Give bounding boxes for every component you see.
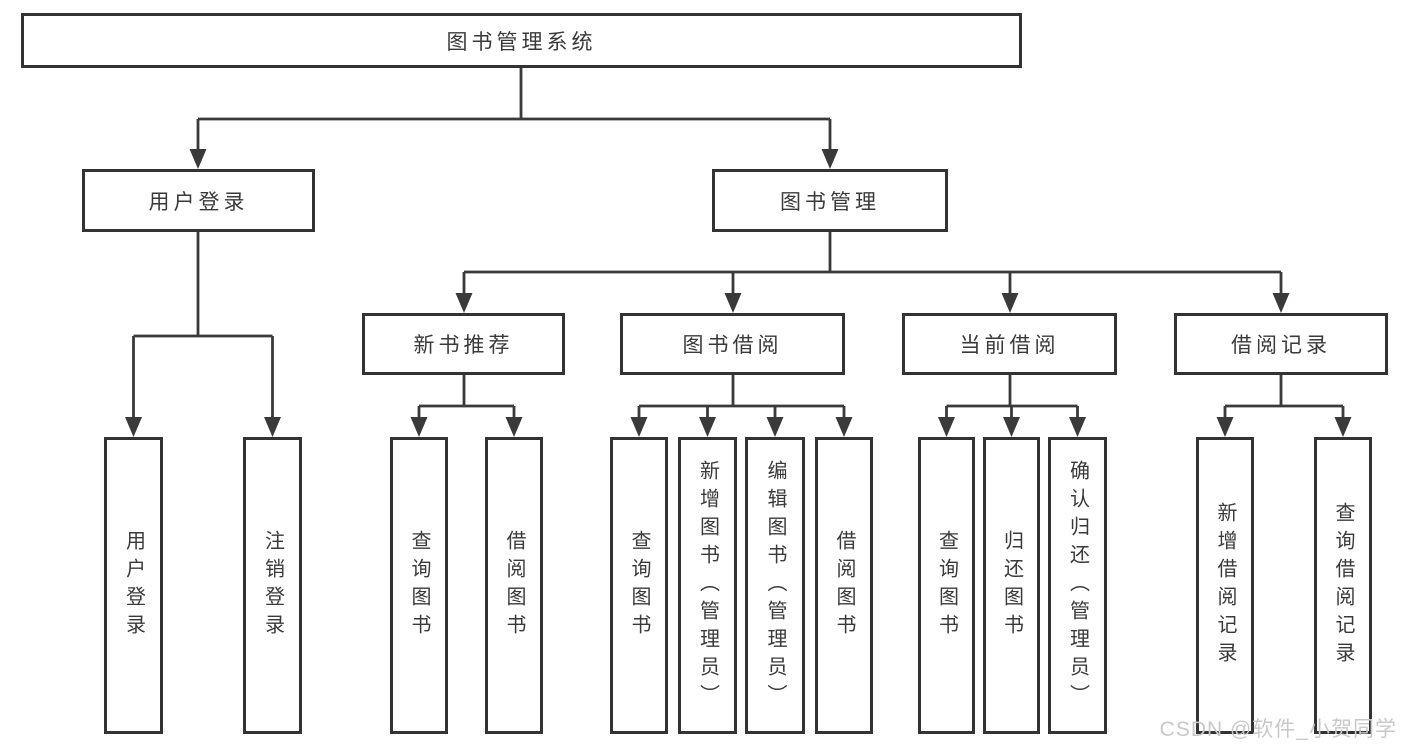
csdn-watermark: CSDN @软件_小贺同学 (1159, 718, 1397, 741)
node-user-login: 用户登录 (82, 169, 315, 232)
leaf-query-books-current: 查询图书 (918, 437, 975, 734)
leaf-return-book: 归还图书 (983, 437, 1040, 734)
leaf-return-book-label: 归还图书 (1000, 529, 1023, 642)
edge-current-borrowing-to-leaves (938, 375, 1086, 437)
leaf-query-books-recommend-label: 查询图书 (408, 529, 430, 642)
leaf-add-borrow-record: 新增借阅记录 (1196, 437, 1254, 734)
edge-borrowing-records-to-leaves (1216, 375, 1352, 437)
leaf-query-books-borrowing: 查询图书 (610, 437, 668, 734)
leaf-confirm-return-admin-label: 确认归还（管理员） (1066, 459, 1089, 712)
node-current-borrowing: 当前借阅 (902, 313, 1117, 375)
node-borrowing-records: 借阅记录 (1174, 313, 1388, 375)
leaf-borrow-books-borrowing-label: 借阅图书 (833, 529, 855, 642)
leaf-query-books-recommend: 查询图书 (390, 437, 448, 734)
leaf-user-login-label: 用户登录 (122, 529, 145, 642)
leaf-user-login: 用户登录 (104, 437, 163, 734)
leaf-query-borrow-record-label: 查询借阅记录 (1332, 501, 1354, 670)
leaf-borrow-books-recommend-label: 借阅图书 (503, 529, 525, 642)
leaf-add-borrow-record-label: 新增借阅记录 (1214, 501, 1236, 670)
node-book-management: 图书管理 (712, 169, 948, 232)
node-new-book-recommend: 新书推荐 (362, 313, 565, 375)
edge-root-to-level2 (189, 68, 839, 169)
leaf-borrow-books-recommend: 借阅图书 (485, 437, 543, 734)
leaf-logout-label: 注销登录 (261, 529, 284, 642)
leaf-query-books-borrowing-label: 查询图书 (628, 529, 650, 642)
leaf-logout: 注销登录 (243, 437, 302, 734)
leaf-borrow-books-borrowing: 借阅图书 (815, 437, 873, 734)
leaf-query-borrow-record: 查询借阅记录 (1314, 437, 1372, 734)
edge-user-login-to-leaves (125, 232, 281, 437)
node-book-borrowing: 图书借阅 (620, 313, 845, 375)
edge-new-book-recommend-to-leaves (410, 375, 523, 437)
edge-book-management-to-level3 (455, 232, 1290, 313)
leaf-query-books-current-label: 查询图书 (935, 529, 958, 642)
leaf-edit-book-admin-label: 编辑图书（管理员） (764, 459, 786, 712)
edge-book-borrowing-to-leaves (630, 375, 853, 437)
leaf-edit-book-admin: 编辑图书（管理员） (745, 437, 805, 734)
leaf-add-book-admin: 新增图书（管理员） (678, 437, 737, 734)
node-library-management-system: 图书管理系统 (21, 13, 1022, 68)
leaf-add-book-admin-label: 新增图书（管理员） (696, 459, 719, 712)
leaf-confirm-return-admin: 确认归还（管理员） (1048, 437, 1107, 734)
